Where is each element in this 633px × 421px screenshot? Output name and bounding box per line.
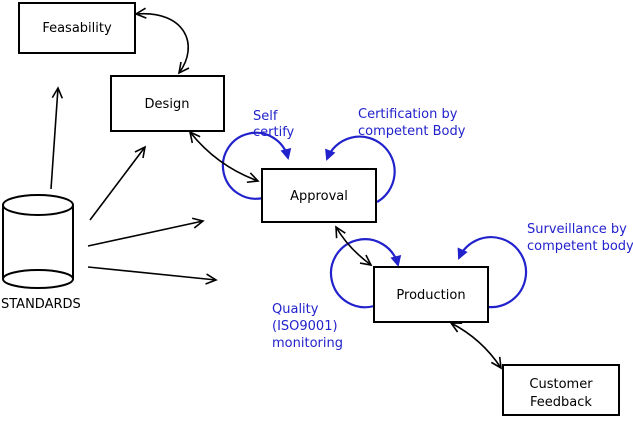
customer-feedback-label-line1: Customer <box>529 377 593 392</box>
production-box <box>373 266 489 323</box>
customer-feedback-box <box>502 364 620 416</box>
quality-monitoring-annotation-line3: monitoring <box>272 336 343 351</box>
arrow-standards-to-feasability <box>50 86 64 190</box>
quality-monitoring-annotation: Quality (ISO9001) monitoring <box>272 302 343 351</box>
customer-feedback-node: Customer Feedback <box>502 364 620 416</box>
standards-datastore: STANDARDS <box>1 194 81 312</box>
arrow-production-customer-feedback <box>449 322 502 370</box>
customer-feedback-label-line2: Feedback <box>530 395 592 410</box>
approval-box <box>261 168 377 223</box>
certification-loop <box>325 135 396 203</box>
production-node: Production <box>373 266 489 323</box>
certification-annotation-line1: Certification by <box>358 107 458 122</box>
arrow-design-approval <box>188 130 260 184</box>
design-box <box>110 75 225 132</box>
self-certify-annotation: Self certify <box>253 109 295 140</box>
self-certify-annotation-line1: Self <box>253 109 278 124</box>
approval-label: Approval <box>290 189 348 204</box>
self-certify-annotation-line2: certify <box>253 125 295 140</box>
feasability-node: Feasability <box>18 2 136 54</box>
arrow-approval-production <box>335 225 373 267</box>
feasability-box <box>18 2 136 54</box>
quality-monitoring-annotation-line2: (ISO9001) <box>272 319 338 334</box>
quality-monitoring-annotation-line1: Quality <box>272 302 319 317</box>
arrow-standards-to-approval <box>87 217 205 247</box>
certification-annotation: Certification by competent Body <box>358 107 466 139</box>
standards-cylinder-bottom <box>2 269 74 289</box>
standards-label: STANDARDS <box>1 297 81 312</box>
approval-node: Approval <box>261 168 377 223</box>
arrow-standards-to-production <box>87 266 218 285</box>
surveillance-loop <box>457 236 528 309</box>
design-node: Design <box>110 75 225 132</box>
feasability-label: Feasability <box>42 21 112 36</box>
surveillance-annotation-line1: Surveillance by <box>527 222 627 237</box>
design-label: Design <box>145 97 190 112</box>
standards-cylinder-top <box>2 194 74 216</box>
certification-annotation-line2: competent Body <box>358 124 466 139</box>
production-label: Production <box>396 288 465 303</box>
arrow-feasability-design <box>134 7 190 75</box>
surveillance-annotation-line2: competent body <box>527 239 633 254</box>
arrow-standards-to-design <box>89 145 147 221</box>
surveillance-annotation: Surveillance by competent body <box>527 222 633 254</box>
